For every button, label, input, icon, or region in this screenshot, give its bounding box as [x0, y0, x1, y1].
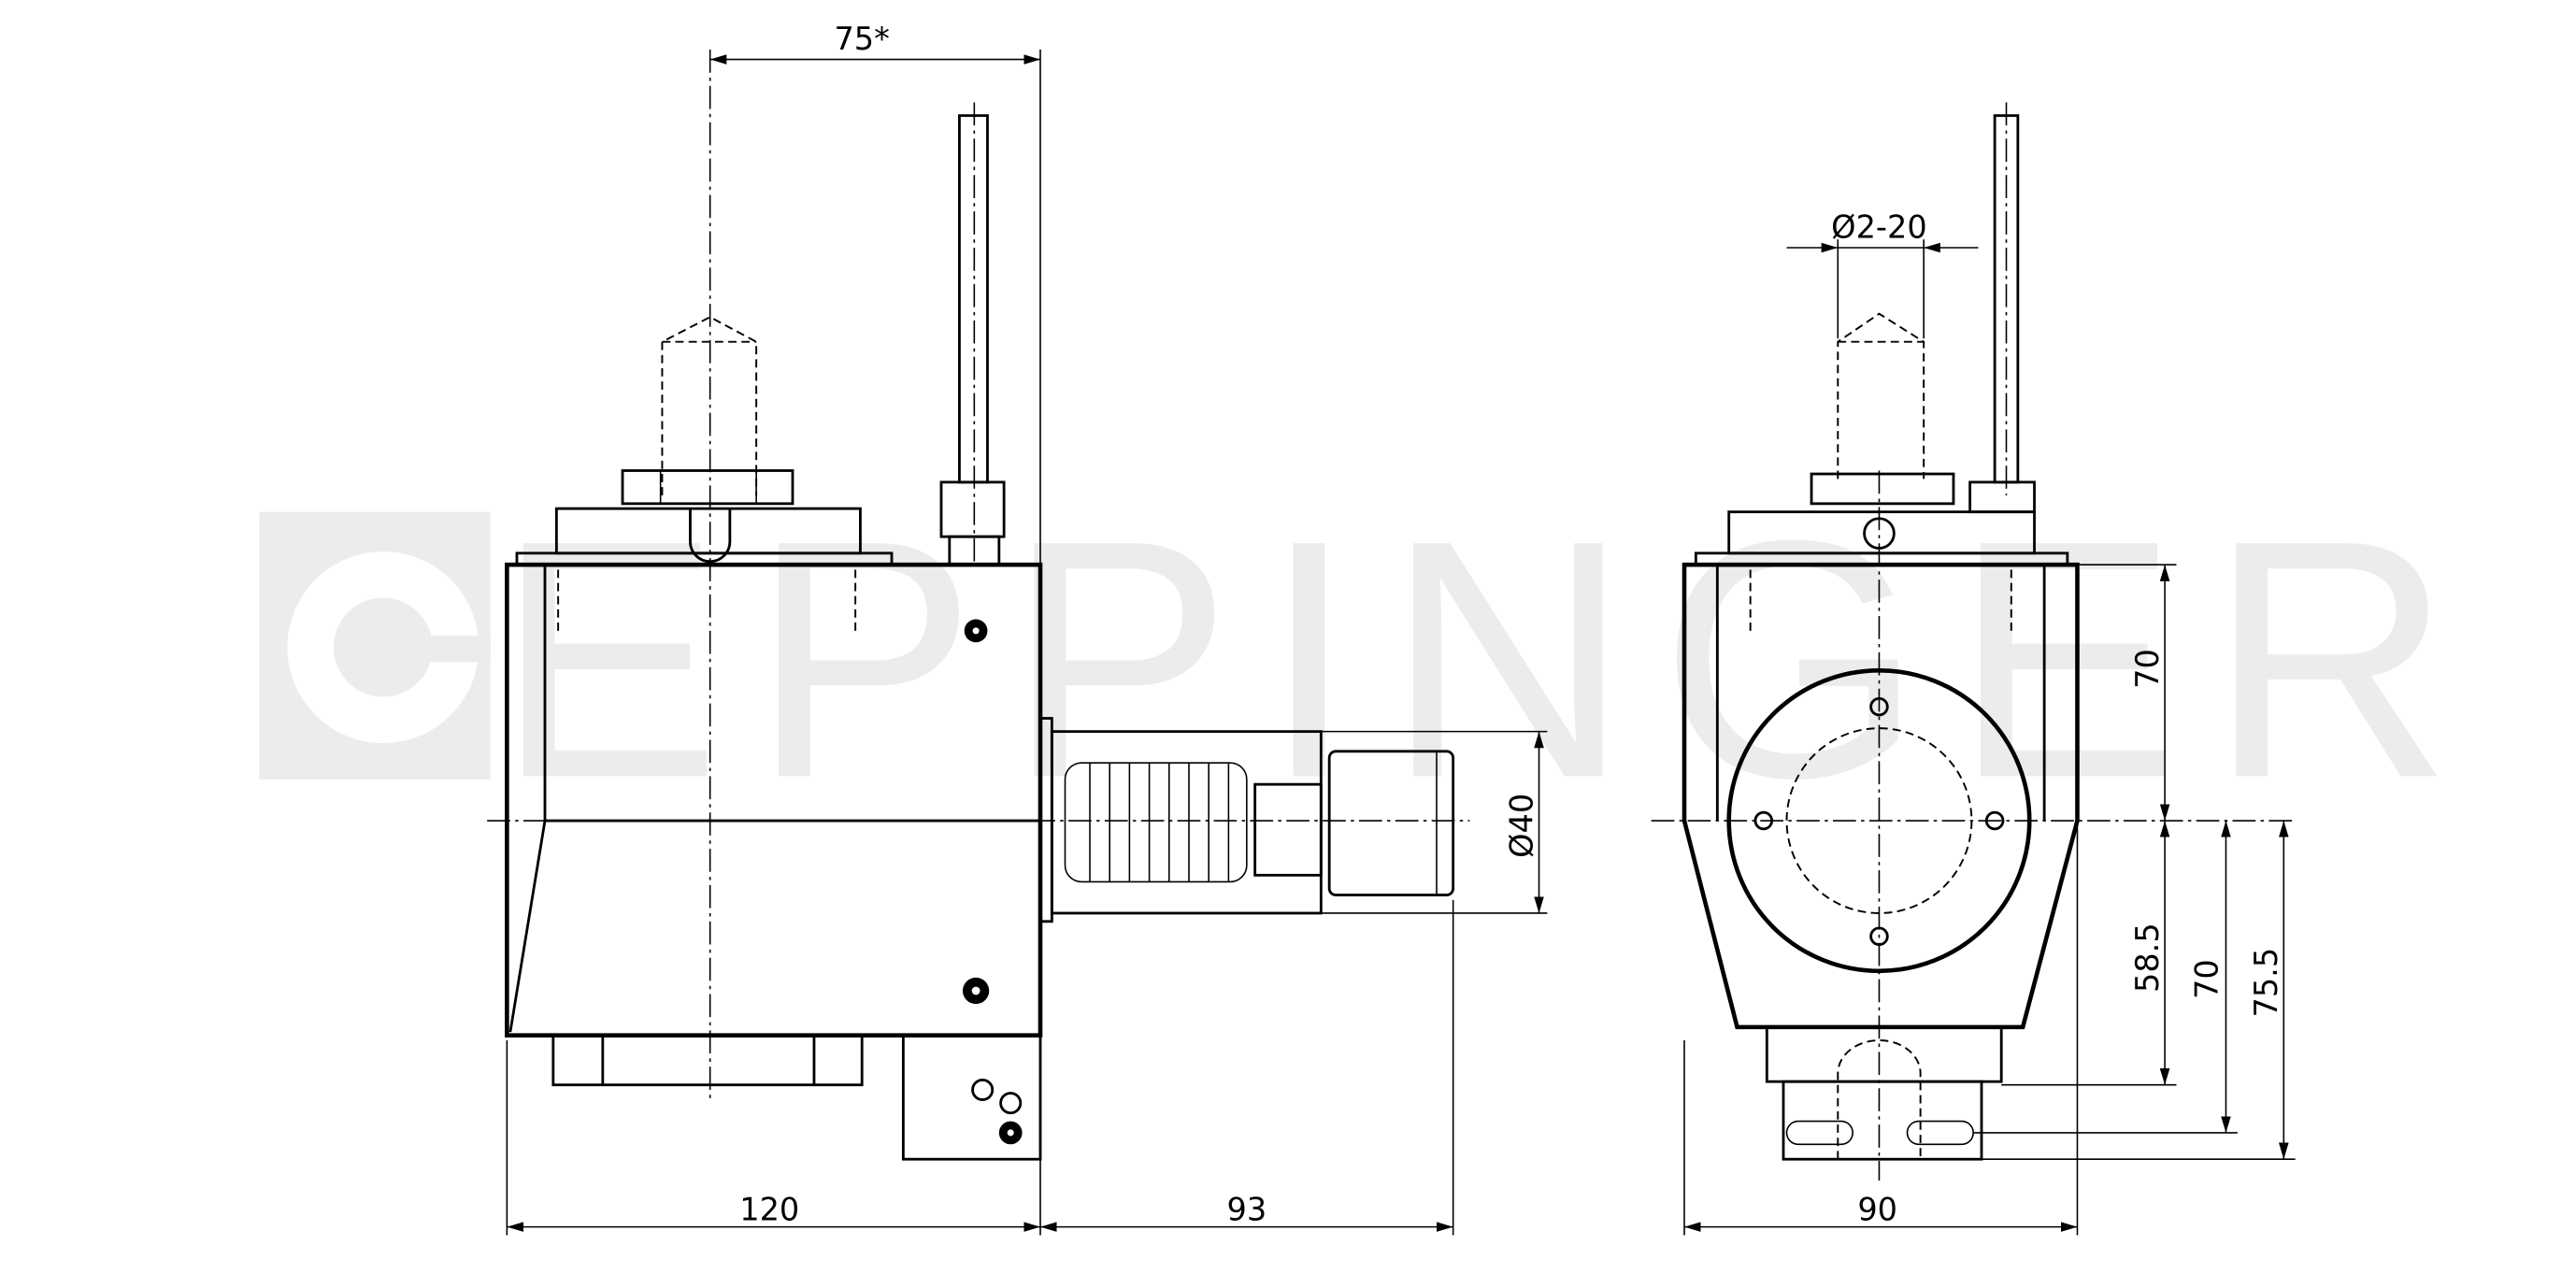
side-view: 75* 120 93 Ø40 [487, 21, 1548, 1236]
slot [1785, 1120, 1853, 1146]
spindle-face [1726, 667, 2032, 974]
coolant-pipe [958, 114, 989, 484]
dim-height-to-block: 58.5 [2129, 923, 2166, 993]
dim-width: 90 [1857, 1192, 1897, 1228]
dim-height-to-slot: 70 [2189, 959, 2225, 999]
bolt-hole [1869, 696, 1889, 717]
dim-collet-diameter: Ø40 [1503, 794, 1539, 858]
dim-shaft-length: 93 [1226, 1192, 1267, 1228]
bolt-hole [1753, 810, 1774, 831]
dim-tool-range: Ø2-20 [1831, 208, 1927, 245]
clamping-nut [621, 469, 794, 506]
clamping-nut [1810, 472, 1955, 506]
bolt-hole [1984, 810, 2005, 831]
watermark-logo: EPPINGER [259, 469, 2483, 848]
slot [1906, 1120, 1974, 1146]
bolt-hole [1869, 926, 1889, 946]
tool-outline [1837, 312, 1925, 479]
front-view: Ø2-20 90 70 58.5 70 75.5 [1651, 102, 2296, 1236]
dim-axis-offset: 75* [834, 21, 889, 57]
tool-outline [661, 316, 758, 495]
watermark-text: EPPINGER [495, 469, 2483, 848]
collet-nut [1327, 750, 1455, 896]
thread [1064, 762, 1248, 883]
dim-total-height: 75.5 [2248, 948, 2284, 1018]
dim-upper-height: 70 [2129, 649, 2166, 689]
dim-body-width: 120 [739, 1192, 799, 1228]
